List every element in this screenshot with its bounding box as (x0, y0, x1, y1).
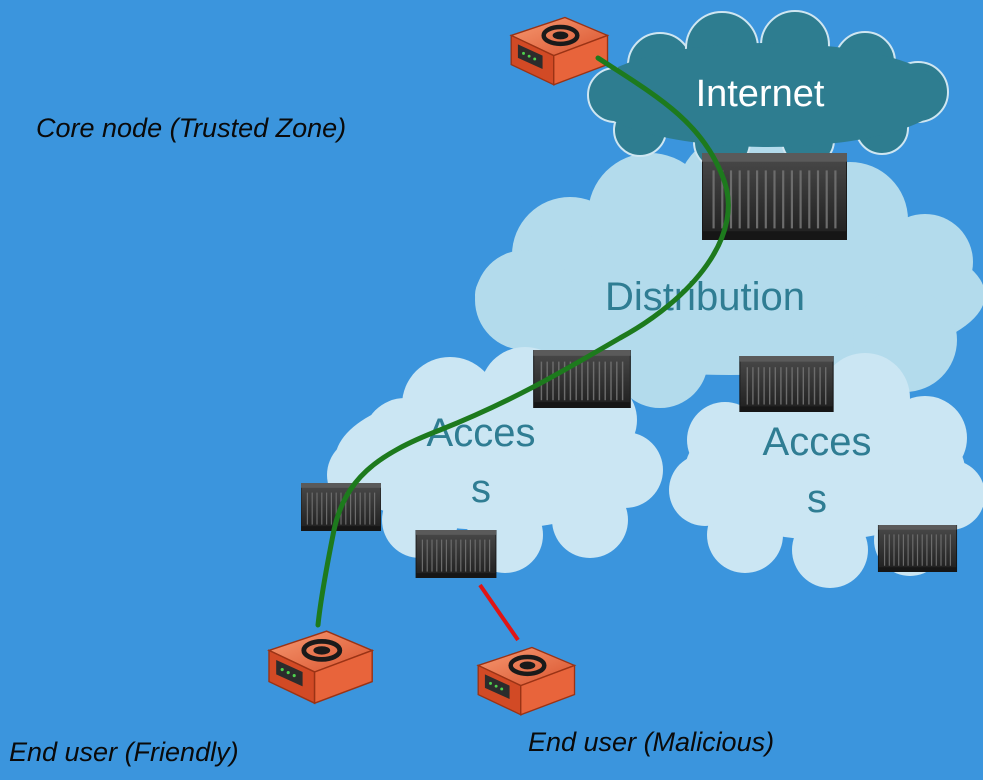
switch-icon (877, 525, 958, 572)
router-icon (269, 631, 372, 703)
access-right-label-line1: Acces (763, 420, 872, 464)
switch-icon (739, 356, 834, 412)
access-left-label-line2: s (471, 467, 491, 511)
trusted-path-line (315, 55, 731, 628)
end-user-malicious-caption: End user (Malicious) (528, 727, 775, 757)
switch-icon (415, 530, 497, 578)
router-icon (478, 648, 574, 715)
internet-label: Internet (696, 73, 825, 115)
access-right-label-line2: s (807, 477, 827, 521)
access-left-label-line1: Acces (427, 411, 536, 455)
internet-cloud (587, 10, 949, 171)
core-node-caption: Core node (Trusted Zone) (36, 113, 347, 143)
malicious-link-line (478, 583, 520, 642)
end-user-friendly-caption: End user (Friendly) (9, 737, 239, 767)
router-icon (511, 18, 607, 85)
distribution-label: Distribution (605, 275, 805, 319)
